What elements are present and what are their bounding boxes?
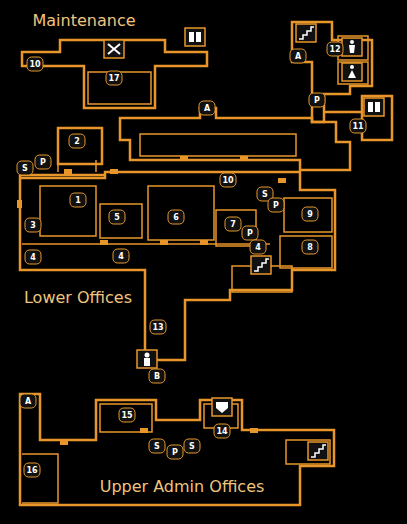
- callout-number: A: [290, 49, 307, 64]
- area-name: Maintenance: [32, 11, 135, 30]
- callout-number: B: [149, 369, 166, 384]
- callout-number: P: [309, 93, 326, 108]
- callout-number: 7: [225, 217, 242, 232]
- callout-number: 11: [350, 119, 367, 134]
- callout-number: 9: [302, 207, 319, 222]
- callout-number: 4: [113, 249, 130, 264]
- callout-number: 4: [250, 240, 267, 255]
- callout-number: S: [184, 439, 201, 454]
- callout-number: 17: [106, 71, 123, 86]
- map-icons: [104, 24, 384, 460]
- callout-number: P: [167, 445, 184, 460]
- callout-number: 10: [220, 173, 237, 188]
- callout-number: 14: [214, 424, 231, 439]
- callout-number: 12: [327, 42, 344, 57]
- callout-number: A: [20, 394, 37, 409]
- callout-number: 1: [70, 193, 87, 208]
- area-name: Lower Offices: [24, 288, 132, 307]
- callout-number: 13: [150, 320, 167, 335]
- callout-number: 5: [109, 210, 126, 225]
- callout-number: 2: [69, 134, 86, 149]
- callout-number: A: [199, 101, 216, 116]
- area-name: Upper Admin Offices: [100, 477, 265, 496]
- callout-number: S: [17, 161, 34, 176]
- callout-number: 3: [25, 218, 42, 233]
- callout-number: 8: [302, 240, 319, 255]
- callout-number: P: [242, 226, 259, 241]
- callout-number: P: [35, 155, 52, 170]
- callout-number: P: [268, 198, 285, 213]
- callout-number: 6: [168, 210, 185, 225]
- callout-number: 16: [24, 463, 41, 478]
- callout-number: 10: [27, 57, 44, 72]
- callout-number: S: [149, 439, 166, 454]
- callout-number: 15: [119, 408, 136, 423]
- callout-number: 4: [25, 250, 42, 265]
